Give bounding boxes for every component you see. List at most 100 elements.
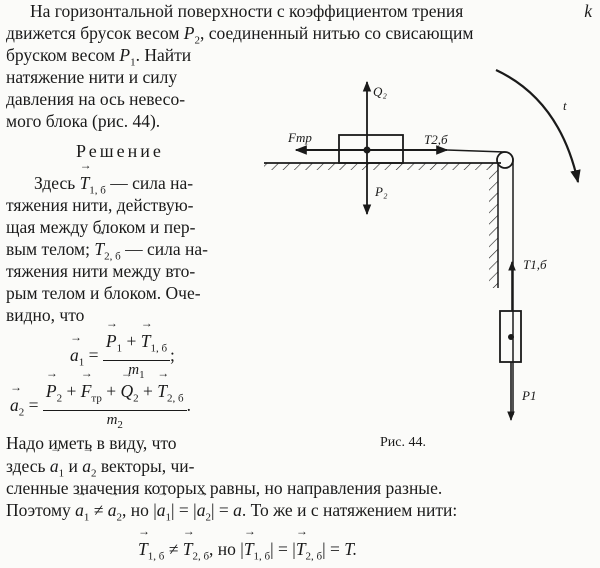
direction-t-arrow	[495, 69, 581, 184]
m2: m	[106, 411, 118, 428]
a1-vector: a	[70, 331, 79, 366]
text: бруском весом	[6, 45, 116, 65]
t1b-vector: T	[141, 317, 151, 352]
a1-vector: a	[157, 486, 166, 521]
a1-vector: a	[75, 486, 84, 521]
subscript: 2, б	[166, 392, 184, 405]
text: , но	[122, 500, 149, 520]
subscript: 1, б	[150, 342, 168, 355]
t1b-vector: T	[138, 525, 148, 560]
subscript: 1, б	[253, 550, 271, 563]
label-q2: Q₂	[373, 84, 387, 99]
text: , соединенный нитью со свисающим	[199, 23, 474, 43]
label-p1: P1	[521, 388, 536, 403]
text: здесь	[6, 456, 46, 476]
text: Здесь	[34, 173, 76, 193]
text: — сила на-	[125, 239, 208, 259]
text: — сила на-	[110, 173, 194, 193]
subscript: тр	[91, 392, 102, 405]
figure-caption: Рис. 44.	[380, 435, 426, 450]
string	[446, 149, 514, 415]
a2-vector: a	[10, 381, 19, 416]
solution-line-5: тяжения нити между вто-	[6, 261, 196, 281]
text: и	[68, 456, 78, 476]
problem-line-2: движется брусок весом P2, соединенный ни…	[6, 23, 474, 47]
solution-line-4: вым телом; T2, б — сила на-	[6, 225, 208, 268]
solution-line-7: видно, что	[6, 305, 85, 325]
label-p2: P₂	[374, 184, 388, 199]
equals: =	[178, 500, 189, 520]
a-scalar: a	[233, 500, 242, 520]
plus: +	[126, 331, 137, 351]
problem-line-3: бруском весом P1. Найти	[6, 45, 192, 69]
plus: +	[66, 381, 77, 401]
t1b-vector: T	[244, 525, 254, 560]
k-symbol: k	[584, 1, 592, 21]
a1-vector: a	[50, 442, 59, 477]
a2-vector: a	[108, 486, 117, 521]
plus: +	[143, 381, 153, 401]
semicolon: ;	[170, 344, 175, 365]
text: . Найти	[135, 45, 192, 65]
text: вым телом;	[6, 239, 90, 259]
equals: =	[218, 500, 229, 520]
a2-vector: a	[82, 442, 91, 477]
text: движется брусок весом	[6, 23, 180, 43]
t2b-vector: T	[183, 525, 193, 560]
q2-vector: Q	[120, 367, 133, 402]
problem-line-1: На горизонтальной поверхности с коэффици…	[30, 0, 592, 22]
table-surface	[264, 162, 501, 288]
formula-tension: T1, б ≠ T2, б, но |T1, б| = |T2, б| = T.	[138, 525, 358, 568]
pulley	[496, 151, 514, 169]
after-line-2: здесь a1 и a2 векторы, чи-	[6, 442, 195, 485]
label-ftr: Fтр	[287, 130, 312, 145]
a2-vector: a	[197, 486, 206, 521]
subscript: 2, б	[305, 550, 323, 563]
neq: ≠	[168, 539, 179, 559]
plus: +	[106, 381, 117, 401]
label-t1b: T1,б	[523, 257, 547, 272]
equals: =	[278, 539, 288, 559]
problem-line-6: мого блока (рис. 44).	[6, 111, 161, 131]
fraction: P2 + Fтр + Q2 + T2, б m2	[42, 367, 187, 434]
solution-heading: Решение	[76, 141, 164, 161]
p1-symbol: P	[119, 45, 131, 65]
label-t2b: T2,б	[424, 132, 448, 147]
t1b-vector: T	[80, 159, 90, 194]
solution-line-6: рым телом и блоком. Оче-	[6, 283, 201, 303]
neq: ≠	[93, 500, 104, 520]
p2-vector: P	[46, 367, 57, 402]
label-t: t	[563, 98, 567, 113]
block-1-center	[508, 334, 514, 340]
formula-a2: a2 = P2 + Fтр + Q2 + T2, б m2 .	[10, 367, 191, 434]
t2b-vector: T	[157, 367, 167, 402]
t2b-vector: T	[296, 525, 306, 560]
p2-symbol: P	[183, 23, 195, 43]
equals: =	[88, 344, 99, 365]
block-2-center	[363, 146, 371, 154]
subscript: 2, б	[192, 550, 210, 563]
subscript: 2, б	[104, 250, 121, 263]
text: На горизонтальной поверхности с коэффици…	[30, 1, 464, 21]
text: векторы, чи-	[100, 456, 195, 476]
text: Поэтому	[6, 500, 71, 520]
period: .	[186, 394, 191, 415]
solution-line-1: Здесь T1, б — сила на-	[34, 159, 194, 202]
problem-line-4: натяжение нити и силу	[6, 67, 178, 87]
equals: =	[28, 394, 39, 415]
text: , но	[209, 539, 236, 559]
t2b-vector: T	[94, 225, 104, 260]
after-line-4: Поэтому a1 ≠ a2, но |a1| = |a2| = a. То …	[6, 486, 592, 529]
m1: m	[128, 361, 140, 378]
subscript: 1, б	[89, 184, 106, 197]
ftr-vector: F	[81, 367, 92, 402]
formula-a1: a1 = P1 + T1, б m1 ;	[70, 317, 175, 384]
text: То же и с натяжением нити:	[250, 500, 458, 520]
t-scalar: T.	[344, 539, 358, 559]
fraction: P1 + T1, б m1	[102, 317, 171, 384]
problem-line-5: давления на ось невесо-	[6, 89, 186, 109]
p1-vector: P	[106, 317, 117, 352]
solution-line-2: тяжения нити, действую-	[6, 195, 194, 215]
equals: =	[330, 539, 340, 559]
